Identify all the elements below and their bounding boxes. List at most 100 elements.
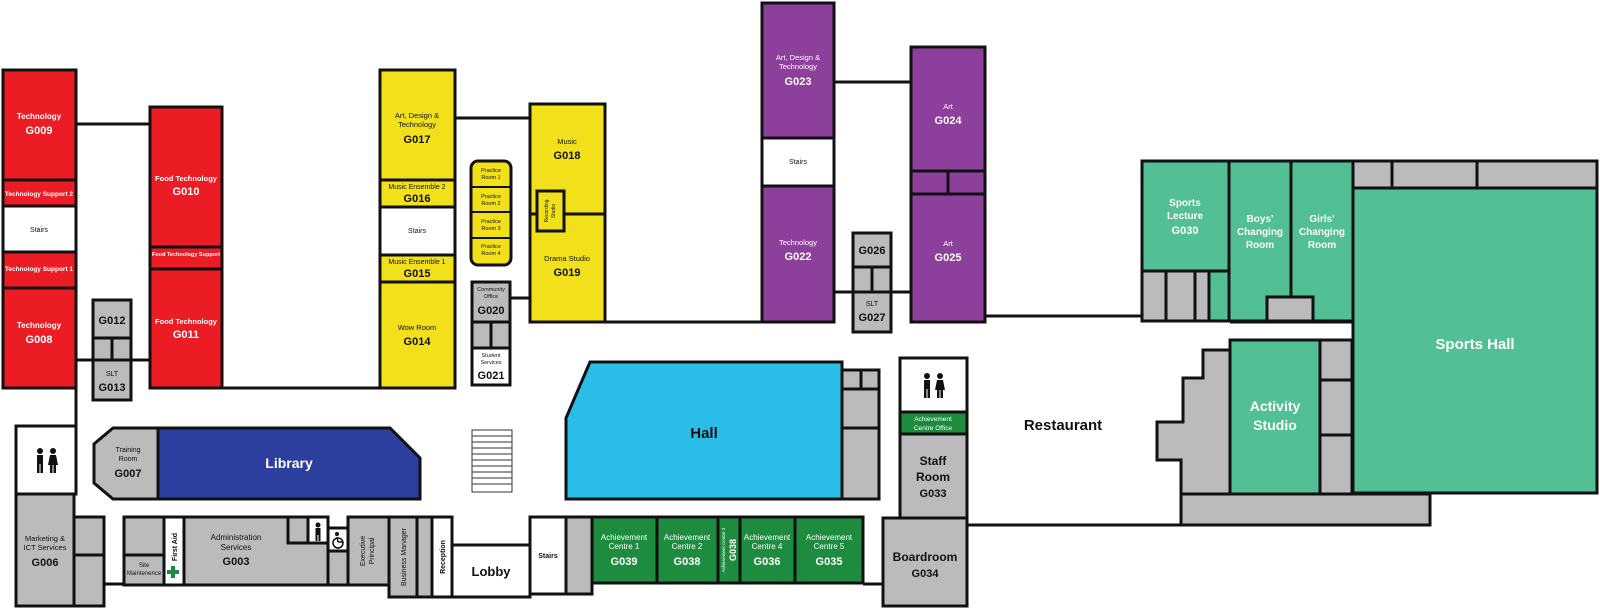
svg-text:Hall: Hall [690,425,718,442]
svg-text:Changing: Changing [1299,227,1345,238]
room-g016[interactable]: Music Ensemble 2 G016 [378,178,457,209]
svg-text:Site: Site [139,563,150,569]
room-g025[interactable]: Art G025 [909,192,987,324]
room-g007[interactable]: Training Room G007 [92,426,160,501]
svg-text:Room: Room [1246,240,1274,251]
svg-text:Services: Services [221,543,252,552]
svg-text:Boardroom: Boardroom [893,550,958,564]
svg-text:Room 2: Room 2 [481,201,500,207]
svg-text:G014: G014 [404,336,432,348]
svg-text:Room: Room [1308,240,1336,251]
svg-text:Drama Studio: Drama Studio [544,254,590,263]
svg-text:Achievement: Achievement [744,533,791,542]
lobby[interactable]: Lobby [450,543,532,599]
room-g015[interactable]: Music Ensemble 1 G015 [378,253,457,284]
recording-studio[interactable]: Recording Studio [535,189,566,233]
svg-text:G011: G011 [173,329,199,341]
stairs-lobby[interactable]: Stairs [528,515,568,596]
room-g013[interactable]: SLT G013 [91,358,133,402]
svg-text:Technology: Technology [17,112,62,121]
svg-text:G022: G022 [785,251,812,263]
svg-text:G020: G020 [478,305,505,317]
svg-text:Room: Room [119,456,138,463]
svg-text:G034: G034 [912,568,940,580]
room-g009[interactable]: Technology G009 [1,68,78,182]
room-reception[interactable]: Reception [430,515,454,599]
svg-text:Technology: Technology [17,321,62,330]
room-library[interactable]: Library [156,426,422,501]
svg-text:Sports Hall: Sports Hall [1435,336,1514,353]
stairs-middle[interactable]: Stairs [378,205,457,257]
room-g010[interactable]: Food Technology G010 [148,105,224,249]
room-g022[interactable]: Technology G022 [760,184,836,324]
room-g021[interactable]: Student Services G021 [470,346,512,387]
room-business-manager[interactable]: Business Manager [387,515,419,599]
room-food-technology-support[interactable]: Food Technology Support [148,245,224,271]
business-store [415,515,434,599]
room-sports-hall[interactable]: Sports Hall [1351,186,1599,495]
stairs-west[interactable]: Stairs [1,204,78,254]
room-g038-achievement-centre-3[interactable]: Achievement Centre 3 G038 [716,515,742,585]
toilet-icon [37,448,58,473]
room-g020[interactable]: Community Office G020 [470,280,512,350]
room-g014[interactable]: Wow Room G014 [378,280,457,390]
room-boys-changing[interactable]: Boys' Changing Room [1227,159,1293,323]
admin-wing-bg [122,515,166,557]
svg-text:Boys': Boys' [1247,214,1274,225]
room-technology-support-1[interactable]: Technology Support 1 [1,250,78,290]
room-site-maintenence[interactable]: Site Maintenence [122,553,166,587]
room-hall[interactable]: Hall [564,360,844,501]
room-g034[interactable]: Boardroom G034 [881,516,969,608]
svg-text:G030: G030 [1172,225,1199,237]
room-g008[interactable]: Technology G008 [1,286,78,390]
svg-text:G008: G008 [26,334,53,346]
svg-text:Marketing &: Marketing & [25,534,65,543]
room-technology-support-2[interactable]: Technology Support 2 [1,178,78,208]
room-g038[interactable]: Achievement Centre 2 G038 [655,515,720,585]
svg-text:Lobby: Lobby [472,564,512,579]
room-g033[interactable]: Staff Room G033 [898,432,969,520]
svg-text:Achievement: Achievement [806,533,853,542]
svg-text:Administration: Administration [211,533,262,542]
room-g030[interactable]: Sports Lecture G030 [1140,159,1231,273]
svg-text:G026: G026 [859,245,886,257]
svg-text:Studio: Studio [1253,417,1297,433]
room-first-aid[interactable]: First Aid [162,515,186,587]
stairs-purple[interactable]: Stairs [760,136,836,188]
room-g035[interactable]: Achievement Centre 5 G035 [793,515,865,585]
svg-text:Student: Student [482,353,501,359]
room-executive-principal[interactable]: Executive Principal [346,515,391,587]
svg-text:First Aid: First Aid [172,533,179,561]
svg-text:Reception: Reception [440,540,447,574]
svg-text:Centre 2: Centre 2 [672,542,703,551]
svg-text:G025: G025 [935,252,962,264]
room-g017[interactable]: Art, Design & Technology G017 [378,68,457,182]
room-g006[interactable]: Marketing & ICT Services G006 [14,492,76,608]
svg-text:Sports: Sports [1169,198,1201,209]
svg-text:Centre 5: Centre 5 [814,542,845,551]
room-g036[interactable]: Achievement Centre 4 G036 [738,515,797,585]
toilets-staff[interactable] [898,356,969,414]
accessible-toilet-icon [332,532,344,549]
room-g026[interactable]: G026 [851,231,893,294]
svg-text:Achievement Centre 3: Achievement Centre 3 [721,527,726,572]
svg-text:G038: G038 [674,556,701,568]
room-g018[interactable]: Music G018 [528,102,607,216]
g006-stores [72,515,106,608]
room-g039[interactable]: Achievement Centre 1 G039 [590,515,659,585]
room-activity-studio[interactable]: Activity Studio [1228,338,1322,496]
svg-text:Staff: Staff [920,454,948,468]
toilets-west[interactable] [14,424,78,496]
svg-text:SLT: SLT [106,371,119,378]
svg-text:Room: Room [916,470,950,484]
toilet-icon [315,522,321,541]
room-achievement-centre-office[interactable]: Achievement Centre Office [898,410,969,436]
room-g024[interactable]: Art G024 [909,45,987,173]
room-g012[interactable]: G012 [91,298,133,362]
room-g011[interactable]: Food Technology G011 [148,267,224,390]
practice-rooms[interactable]: Practice Room 1 Practice Room 2 Practice… [469,159,513,267]
room-g027[interactable]: SLT G027 [851,290,893,334]
room-g023[interactable]: Art, Design & Technology G023 [760,1,836,140]
svg-text:Changing: Changing [1237,227,1283,238]
